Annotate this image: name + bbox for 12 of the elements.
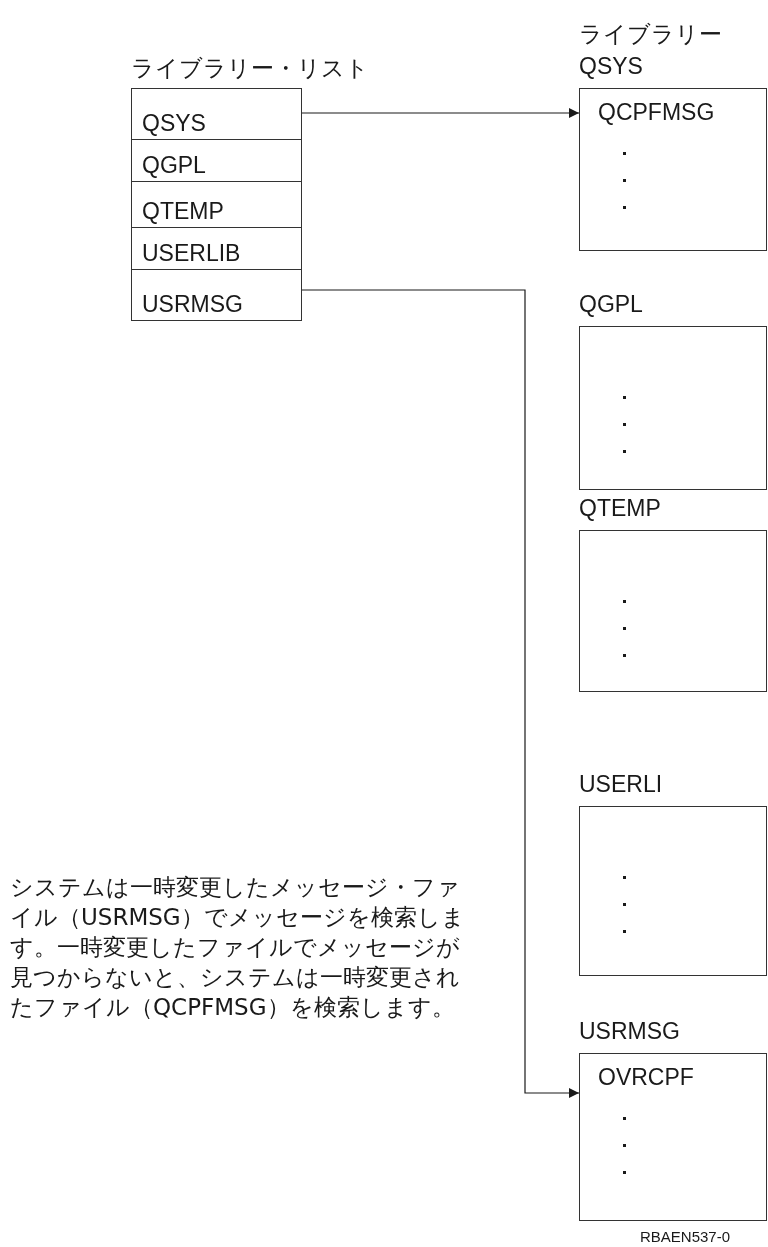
- figure-id: RBAEN537-0: [640, 1228, 731, 1245]
- note-text: システムは一時変更したメッセージ・ファイル（USRMSG）でメッセージを検索します。一時変更したファイルでメッセージが見つからないと、システムは一時変更されたファイル（QCPFMSG）を検索します。: [10, 873, 466, 1022]
- list-row: QTEMP: [132, 181, 301, 227]
- heading: ライブラリー・リスト: [131, 54, 369, 82]
- heading: QTEMP: [579, 494, 661, 522]
- heading: ライブラリー QSYS: [579, 20, 723, 81]
- heading: USERLI: [579, 770, 663, 798]
- file-name: QCPFMSG: [598, 99, 715, 126]
- heading: USRMSG: [579, 1017, 680, 1045]
- heading: QGPL: [579, 290, 643, 318]
- file-name: OVRCPF: [598, 1064, 694, 1091]
- list-row: QGPL: [132, 139, 301, 181]
